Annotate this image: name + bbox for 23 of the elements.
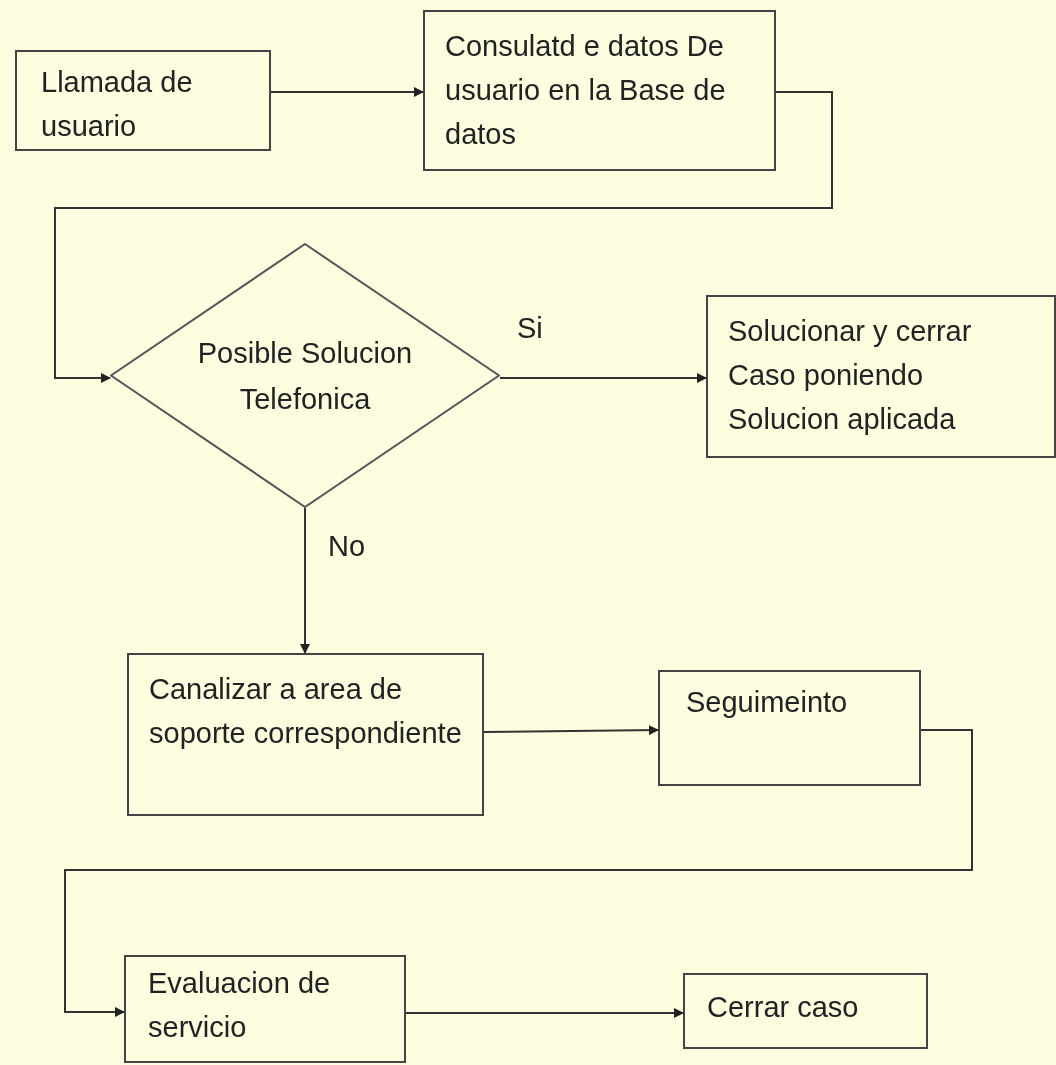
node-text: Solucionar y cerrar Caso poniendo Solucion aplicada (728, 314, 973, 437)
node-text: Consulatd e datos De usuario en la Base de datos (445, 29, 727, 152)
process-box (423, 10, 776, 171)
decision-diamond (110, 243, 500, 508)
arrow (270, 87, 424, 97)
node-text: Llamada de usuario (41, 65, 194, 144)
arrow (483, 725, 659, 736)
process-box (683, 973, 928, 1049)
arrow (405, 1008, 684, 1018)
process-box (127, 653, 484, 816)
arrow (54, 91, 833, 383)
arrow (499, 373, 707, 383)
node-text: Posible Solucion Telefonica (196, 335, 414, 417)
process-box (706, 295, 1056, 458)
process-box (124, 955, 406, 1063)
process-box (658, 670, 921, 786)
node-text: Seguimeinto (686, 685, 849, 720)
node-text: Cerrar caso (707, 990, 860, 1025)
arrow (300, 507, 310, 654)
process-box (15, 50, 271, 151)
node-text: Evaluacion de servicio (148, 966, 332, 1045)
node-text: Canalizar a area de soporte correspondiente (149, 672, 462, 751)
arrow (64, 729, 973, 1017)
